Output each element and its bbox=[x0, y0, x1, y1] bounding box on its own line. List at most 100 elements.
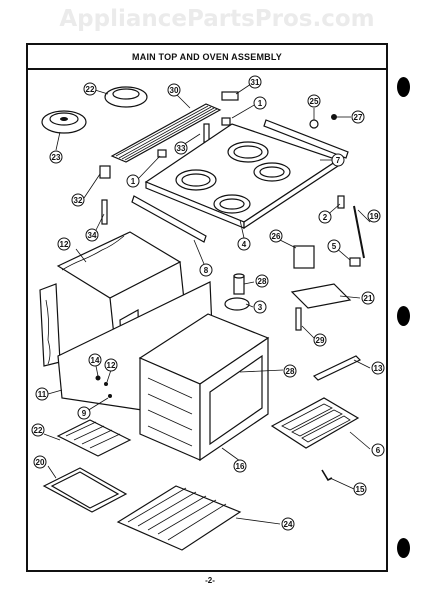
bake-element bbox=[270, 397, 360, 449]
part-3 bbox=[224, 297, 250, 311]
title-bar bbox=[26, 43, 388, 70]
callout-23: 24 bbox=[281, 517, 295, 531]
callout-31: 31 bbox=[248, 75, 262, 89]
screw-12 bbox=[104, 382, 108, 386]
callout-6: 22 bbox=[83, 82, 97, 96]
callout-12: 1012 bbox=[104, 358, 118, 372]
svg-text:9: 9 bbox=[82, 409, 87, 418]
svg-text:3: 3 bbox=[258, 303, 263, 312]
oven-rack bbox=[116, 485, 242, 551]
broiler-pan bbox=[42, 467, 128, 513]
diagram-frame bbox=[26, 43, 388, 572]
svg-text:6: 6 bbox=[376, 446, 381, 455]
svg-text:28: 28 bbox=[286, 367, 295, 376]
callout-18: 16 bbox=[233, 459, 247, 473]
tray-21 bbox=[290, 283, 352, 309]
screw-26 bbox=[331, 114, 337, 120]
callout-1-top: 1 bbox=[253, 96, 267, 110]
svg-text:24: 24 bbox=[284, 520, 293, 529]
front-rail bbox=[131, 195, 207, 243]
svg-text:12: 12 bbox=[107, 361, 116, 370]
svg-text:20: 20 bbox=[36, 458, 45, 467]
svg-text:21: 21 bbox=[364, 294, 373, 303]
callout-25: 26 bbox=[269, 229, 283, 243]
svg-text:29: 29 bbox=[316, 336, 325, 345]
oven-liner bbox=[138, 313, 270, 462]
rod-19 bbox=[353, 205, 365, 259]
svg-text:32: 32 bbox=[74, 196, 83, 205]
callout-21: 21 bbox=[361, 291, 375, 305]
callout-8: 6 bbox=[371, 443, 385, 457]
svg-text:26: 26 bbox=[272, 232, 281, 241]
callout-10: 8 bbox=[199, 263, 213, 277]
svg-text:12: 12 bbox=[60, 240, 69, 249]
svg-text:30: 30 bbox=[170, 86, 179, 95]
callout-20: 20 bbox=[33, 455, 47, 469]
broiler-pan-insert bbox=[56, 419, 132, 457]
callout-7: 23 bbox=[49, 150, 63, 164]
bracket-31 bbox=[221, 91, 239, 101]
bracket-34 bbox=[101, 199, 108, 225]
callout-16: 14 bbox=[88, 353, 102, 367]
bracket-29 bbox=[295, 307, 302, 331]
svg-text:16: 16 bbox=[236, 462, 245, 471]
callout-22: 2222 bbox=[31, 423, 45, 437]
binder-hole-top bbox=[397, 77, 410, 97]
svg-text:1: 1 bbox=[131, 177, 136, 186]
callout-28: 2828 bbox=[283, 364, 297, 378]
binder-hole-middle bbox=[397, 306, 410, 326]
callout-24: 25 bbox=[307, 94, 321, 108]
svg-text:25: 25 bbox=[310, 97, 319, 106]
vent-grille bbox=[110, 103, 222, 163]
callout-9: 7 bbox=[331, 153, 345, 167]
callout-15: 13 bbox=[371, 361, 385, 375]
svg-text:11: 11 bbox=[38, 390, 47, 399]
knob-24 bbox=[309, 119, 319, 129]
binder-hole-bottom bbox=[397, 538, 410, 558]
svg-text:2: 2 bbox=[323, 213, 328, 222]
svg-text:19: 19 bbox=[370, 212, 379, 221]
svg-text:28: 28 bbox=[258, 277, 267, 286]
svg-text:7: 7 bbox=[336, 156, 341, 165]
side-rail-right bbox=[263, 119, 349, 159]
svg-text:27: 27 bbox=[354, 113, 363, 122]
svg-text:4: 4 bbox=[242, 240, 247, 249]
svg-text:1: 1 bbox=[258, 99, 263, 108]
callout-26: 27 bbox=[351, 110, 365, 124]
svg-text:5: 5 bbox=[332, 242, 337, 251]
burner-bowl-large bbox=[41, 110, 87, 134]
callout-29: 29 bbox=[313, 333, 327, 347]
watermark: AppliancePartsPros.com bbox=[59, 6, 375, 32]
main-top-cooktop bbox=[144, 123, 340, 230]
callout-4: 24 bbox=[237, 237, 251, 251]
burner-bowl-small bbox=[104, 86, 148, 108]
svg-text:22: 22 bbox=[86, 85, 95, 94]
callout-34: 34 bbox=[85, 228, 99, 242]
screw-11 bbox=[108, 394, 112, 398]
callout-5: 5 bbox=[327, 239, 341, 253]
svg-text:33: 33 bbox=[177, 144, 186, 153]
callout-19: 19 bbox=[367, 209, 381, 223]
part-5 bbox=[349, 257, 361, 267]
rail-15 bbox=[312, 355, 362, 381]
screw-16 bbox=[95, 375, 101, 381]
callout-30: 30 bbox=[167, 83, 181, 97]
callout-13: 11 bbox=[35, 387, 49, 401]
diagram-title: MAIN TOP AND OVEN ASSEMBLY bbox=[132, 52, 282, 62]
thermostat-27 bbox=[233, 273, 245, 295]
svg-text:8: 8 bbox=[204, 266, 209, 275]
bracket-25 bbox=[293, 245, 315, 269]
leader-lines bbox=[43, 83, 371, 525]
svg-text:22: 22 bbox=[34, 426, 43, 435]
callout-32: 32 bbox=[71, 193, 85, 207]
page-number: -2- bbox=[205, 576, 215, 585]
callout-2: 2 bbox=[318, 210, 332, 224]
svg-text:34: 34 bbox=[88, 231, 97, 240]
callout-11: 9 bbox=[77, 406, 91, 420]
callout-17: 15 bbox=[353, 482, 367, 496]
svg-text:15: 15 bbox=[356, 485, 365, 494]
part-2 bbox=[337, 195, 345, 209]
clip-1-right bbox=[221, 117, 231, 126]
svg-text:14: 14 bbox=[91, 356, 100, 365]
